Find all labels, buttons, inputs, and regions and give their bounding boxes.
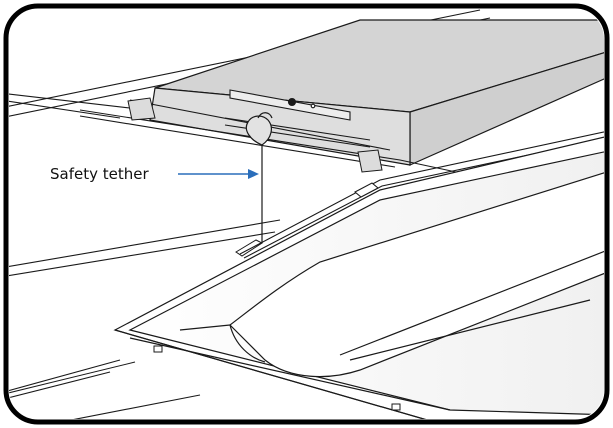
ceiling-lower-lines xyxy=(9,361,136,396)
mounting-bracket-right xyxy=(357,149,383,173)
mounting-bracket-left xyxy=(127,97,156,121)
safety-tether-label: Safety tether xyxy=(50,165,149,183)
callout-arrow xyxy=(178,169,259,179)
tether-clip xyxy=(235,239,264,257)
frame-tabs xyxy=(153,345,401,411)
image-frame-border xyxy=(3,3,610,425)
safety-tether xyxy=(245,112,273,243)
luminaire-door xyxy=(113,134,604,419)
